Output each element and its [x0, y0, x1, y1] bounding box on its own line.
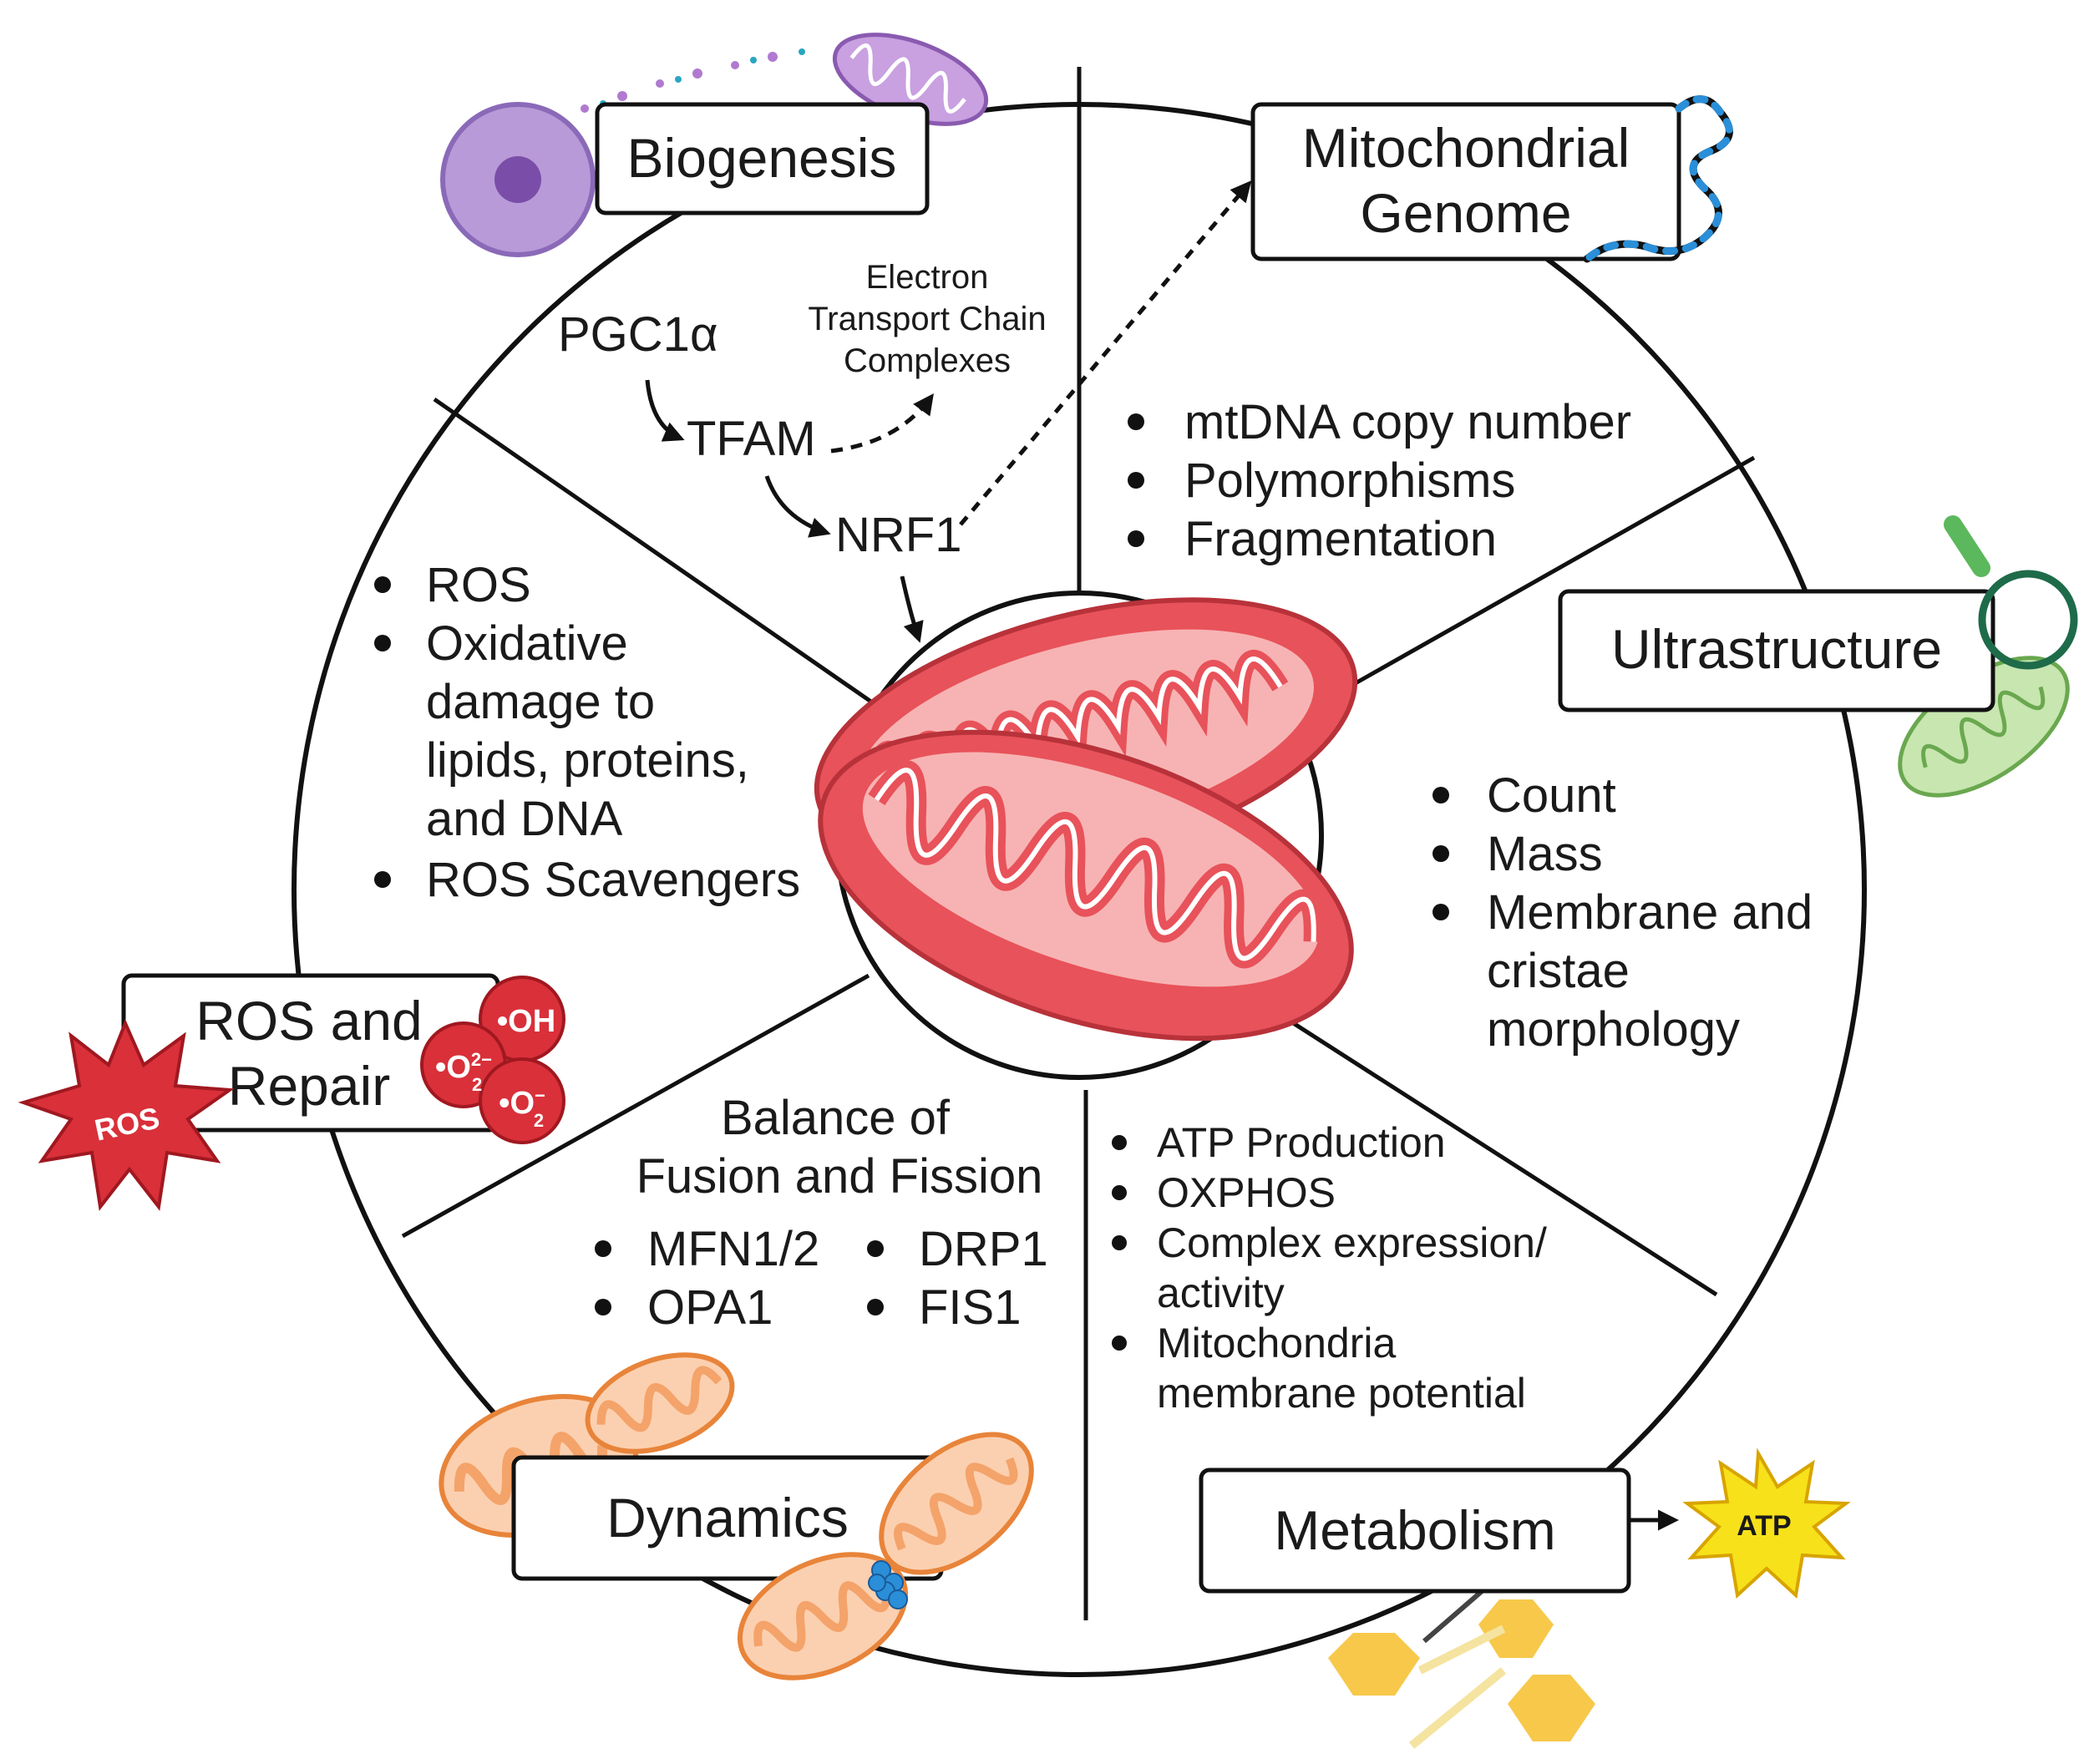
- ros-item: and DNA: [426, 792, 623, 846]
- genome-label-box: [1250, 102, 1681, 261]
- ros-item: lipids, proteins,: [426, 733, 749, 788]
- dna-strand-icon: [1583, 95, 1733, 263]
- pgc1a-label: PGC1α: [558, 307, 717, 362]
- metabolism-item: ATP Production: [1157, 1119, 1446, 1166]
- section-dividers: [401, 67, 1756, 1620]
- fusion-protein: OPA1: [647, 1280, 773, 1335]
- metabolism-item: Mitochondria: [1157, 1320, 1396, 1366]
- metabolism-label-box: [1199, 1467, 1631, 1594]
- free-radicals-icon: •OH •O2−2 •O−2: [420, 976, 565, 1144]
- etc-label-line1: Electron: [866, 259, 989, 296]
- ultrastructure-item: Membrane and: [1487, 885, 1813, 940]
- metabolism-title: Metabolism: [1274, 1499, 1555, 1561]
- biogenesis-title: Biogenesis: [627, 127, 897, 189]
- genome-title-line1: Mitochondrial: [1302, 117, 1630, 179]
- ros-title-line2: Repair: [228, 1055, 390, 1117]
- ultrastructure-illustration: [1898, 515, 2070, 798]
- ultrastructure-item: cristae: [1487, 944, 1630, 998]
- ros-item: ROS: [426, 558, 531, 612]
- hydroxyl-radical-label: •OH: [497, 1004, 555, 1039]
- ros-burst-icon: ROS: [18, 1018, 235, 1211]
- ros-title-line1: ROS and: [195, 990, 422, 1052]
- fission-protein: FIS1: [919, 1280, 1022, 1335]
- biogenesis-decoration: [440, 33, 989, 257]
- fission-mitochondria-illustration: [737, 1432, 1034, 1680]
- ultrastructure-item: Mass: [1487, 827, 1603, 881]
- tfam-label: TFAM: [687, 412, 816, 466]
- biogenesis-label-box: [595, 102, 930, 215]
- fusion-fission-list: MFN1/2 OPA1 DRP1 FIS1: [595, 1222, 1048, 1335]
- genome-list: mtDNA copy number Polymorphisms Fragment…: [1128, 395, 1631, 566]
- atp-label: ATP: [1737, 1510, 1791, 1542]
- ultrastructure-title: Ultrastructure: [1611, 618, 1942, 680]
- metabolism-item: OXPHOS: [1157, 1169, 1336, 1216]
- pathway-arrows: [645, 180, 1252, 643]
- genome-item: Fragmentation: [1184, 512, 1497, 566]
- metabolism-item: activity: [1157, 1270, 1285, 1316]
- genome-item: Polymorphisms: [1184, 454, 1515, 508]
- ultrastructure-item: morphology: [1487, 1002, 1740, 1057]
- ros-item: ROS Scavengers: [426, 853, 800, 907]
- dynamics-heading-line1: Balance of: [721, 1091, 951, 1145]
- fission-protein: DRP1: [919, 1222, 1048, 1276]
- atp-burst-icon: ATP: [1682, 1447, 1851, 1599]
- dynamics-heading-line2: Fusion and Fission: [636, 1149, 1043, 1204]
- nrf1-label: NRF1: [835, 508, 961, 562]
- metabolism-item: Complex expression/: [1157, 1219, 1547, 1266]
- fusion-protein: MFN1/2: [647, 1222, 819, 1276]
- dynamics-title: Dynamics: [606, 1487, 849, 1549]
- genome-title-line2: Genome: [1360, 182, 1571, 244]
- ros-item: damage to: [426, 675, 655, 729]
- central-mitochondria-illustration: [814, 597, 1358, 1042]
- ros-item: Oxidative: [426, 616, 628, 671]
- lipid-hexagons-icon: [1328, 1584, 1595, 1749]
- etc-label-line3: Complexes: [844, 342, 1011, 379]
- ultrastructure-list: Count Mass Membrane and cristae morpholo…: [1432, 768, 1813, 1057]
- etc-label-line2: Transport Chain: [808, 301, 1046, 337]
- mitochondrion-icon: [832, 33, 989, 126]
- genome-item: mtDNA copy number: [1184, 395, 1631, 449]
- metabolism-list: ATP Production OXPHOS Complex expression…: [1112, 1119, 1547, 1417]
- metabolism-item: membrane potential: [1157, 1370, 1526, 1417]
- ultrastructure-item: Count: [1487, 768, 1616, 823]
- magnifier-icon: [1978, 570, 2078, 670]
- ros-list: ROS Oxidative damage to lipids, proteins…: [374, 558, 800, 907]
